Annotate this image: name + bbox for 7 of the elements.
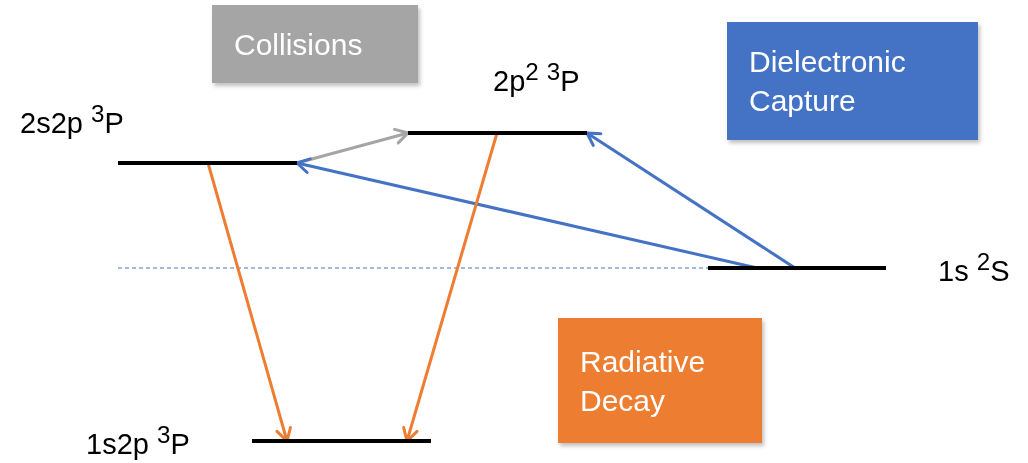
legend-key: Radiative Decay bbox=[558, 318, 762, 443]
level-label: 1s $^{2}$S bbox=[938, 248, 1010, 288]
legend-key: Collisions bbox=[212, 5, 418, 83]
level-label: 1s2p $^{3}$P bbox=[86, 421, 190, 461]
level-label: 2s2p $^{3}$P bbox=[20, 100, 124, 140]
level-label: 2p$^{2}$ $^{3}$P bbox=[493, 58, 580, 98]
legend-key: Dielectronic Capture bbox=[727, 22, 978, 140]
